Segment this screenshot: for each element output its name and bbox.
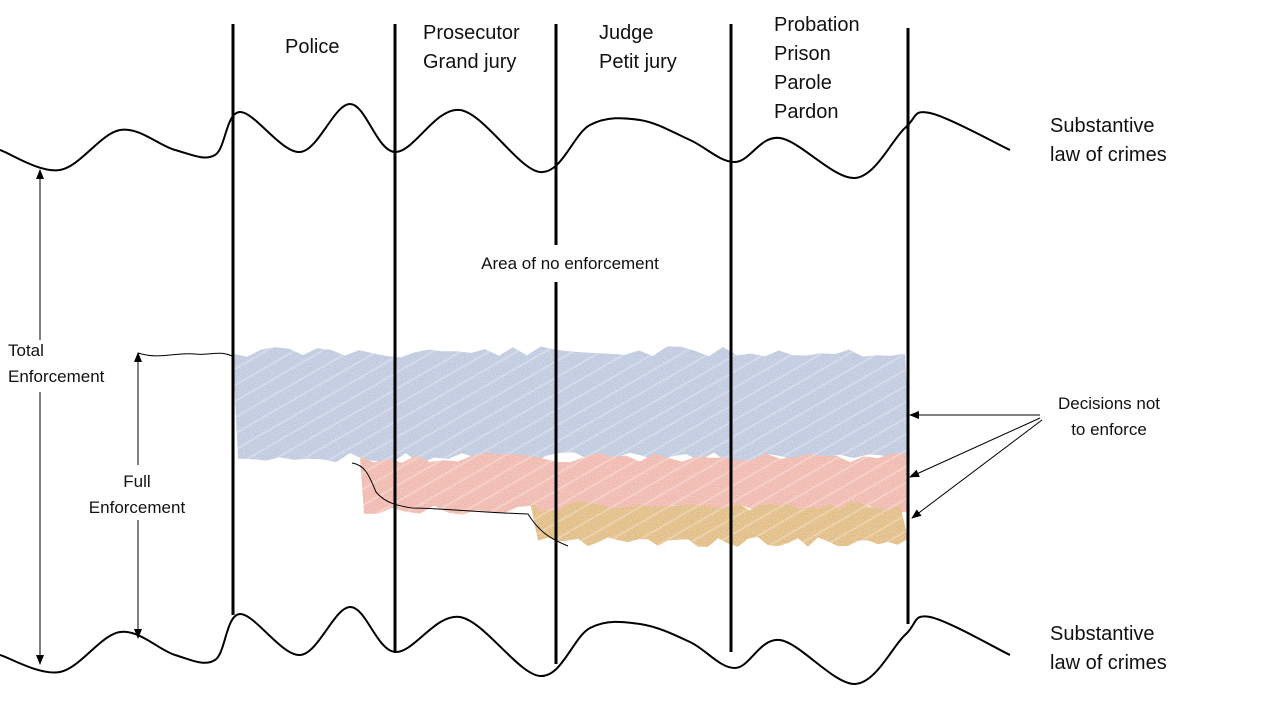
prosecutor-band-texture (360, 453, 910, 515)
enforcement-bands (137, 346, 910, 547)
full-enforcement-line-1: Full (123, 472, 151, 491)
stage-prosecutor-line: Prosecutor (423, 22, 520, 44)
substantive-law-top-line (0, 102, 1011, 180)
stage-pardon-line: Pardon (774, 101, 839, 123)
stage-judge-line: Judge (599, 22, 654, 44)
decisions-not-label: Decisions not to enforce (1046, 391, 1172, 443)
decisions-not-line-1: Decisions not (1057, 394, 1161, 413)
law-label-bottom: Substantive law of crimes (1050, 620, 1167, 678)
law-bottom-line-1: Substantive (1050, 623, 1155, 645)
stage-petit-jury-line: Petit jury (599, 51, 677, 73)
decision-arrow (909, 417, 1041, 478)
no-enforcement-label: Area of no enforcement (481, 254, 659, 273)
substantive-law-bottom-line (0, 605, 1011, 686)
stage-probation-line: Probation (774, 14, 860, 36)
total-enforcement-line-2: Enforcement (8, 367, 105, 386)
law-bottom-line-2: law of crimes (1050, 652, 1167, 674)
stage-label-judge: Judge Petit jury (599, 19, 677, 77)
law-top-line-2: law of crimes (1050, 144, 1167, 166)
law-label-top: Substantive law of crimes (1050, 112, 1167, 170)
stage-police-line: Police (285, 36, 340, 58)
enforcement-arrows (36, 169, 1043, 665)
stage-dividers (231, 24, 910, 664)
police-band-texture (233, 346, 910, 464)
stage-label-police: Police (285, 33, 339, 62)
stage-parole-line: Parole (774, 72, 832, 94)
stage-grand-jury-line: Grand jury (423, 51, 517, 73)
stage-prison-line: Prison (774, 43, 831, 65)
band-step-outline (351, 462, 569, 547)
decisions-not-line-2: to enforce (1071, 420, 1147, 439)
total-enforcement-line-1: Total (8, 341, 44, 360)
law-top-line-1: Substantive (1050, 115, 1155, 137)
judge-band-texture (530, 501, 908, 547)
decision-arrow (911, 419, 1043, 519)
full-enforcement-top-edge (137, 352, 233, 357)
stage-label-prosecutor: Prosecutor Grand jury (423, 19, 520, 77)
full-enforcement-label: Full Enforcement (82, 469, 192, 521)
total-enforcement-label: Total Enforcement (8, 338, 104, 390)
stage-label-corrections: Probation Prison Parole Pardon (774, 11, 860, 127)
full-enforcement-line-2: Enforcement (88, 498, 186, 517)
